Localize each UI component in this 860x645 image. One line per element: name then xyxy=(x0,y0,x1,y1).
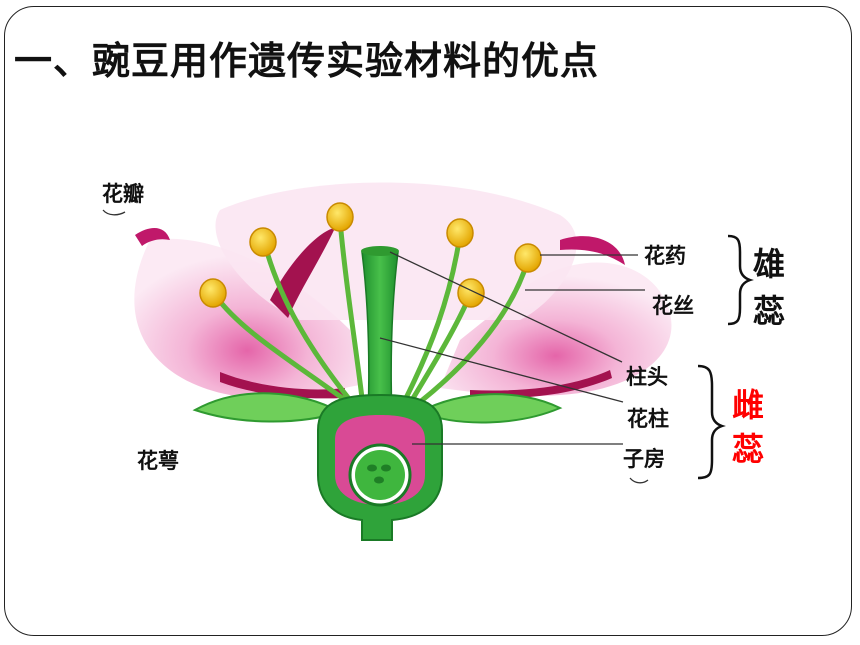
ovule-inner xyxy=(355,450,405,500)
stamen-char-2: 蕊 xyxy=(753,292,785,330)
label-anther: 花药 xyxy=(644,244,686,268)
ovary-label-mark xyxy=(629,477,649,484)
label-sepal: 花萼 xyxy=(137,449,179,473)
anther-4 xyxy=(446,218,474,248)
label-petal: 花瓣 xyxy=(102,182,144,206)
petal-right xyxy=(440,262,672,396)
filament-1 xyxy=(212,292,348,403)
petal-edge-bottom xyxy=(220,372,345,399)
filament-3 xyxy=(337,217,365,401)
petal-label-mark xyxy=(102,209,126,216)
filament-6 xyxy=(417,257,531,405)
pointer-stigma xyxy=(389,251,623,363)
petal-left xyxy=(134,238,360,399)
label-filament: 花丝 xyxy=(652,294,694,318)
pistil-char-2: 蕊 xyxy=(732,430,764,468)
filament-2 xyxy=(262,242,353,403)
filament-4 xyxy=(402,232,463,403)
pistil-bracket xyxy=(697,364,726,480)
label-ovary: 子房 xyxy=(623,447,665,471)
anther-6 xyxy=(514,243,542,273)
label-stigma: 柱头 xyxy=(626,365,668,389)
anther-2 xyxy=(249,227,277,257)
petal-edge-left xyxy=(135,228,170,246)
pointer-style xyxy=(379,337,624,403)
pistil-char-1: 雌 xyxy=(732,386,764,424)
pistil-stigma xyxy=(361,246,399,256)
stamen-bracket xyxy=(727,234,754,326)
label-style: 花柱 xyxy=(627,407,669,431)
anther-1 xyxy=(199,278,227,308)
petal-edge-bottom-right xyxy=(470,370,612,399)
slide-title: 一、豌豆用作遗传实验材料的优点 xyxy=(14,39,600,83)
anther-3 xyxy=(326,202,354,232)
petal-edge-right xyxy=(560,236,625,265)
anther-5 xyxy=(457,278,485,308)
sepal-right xyxy=(417,393,563,424)
stamen-char-1: 雄 xyxy=(753,245,785,283)
filament-5 xyxy=(409,292,473,403)
